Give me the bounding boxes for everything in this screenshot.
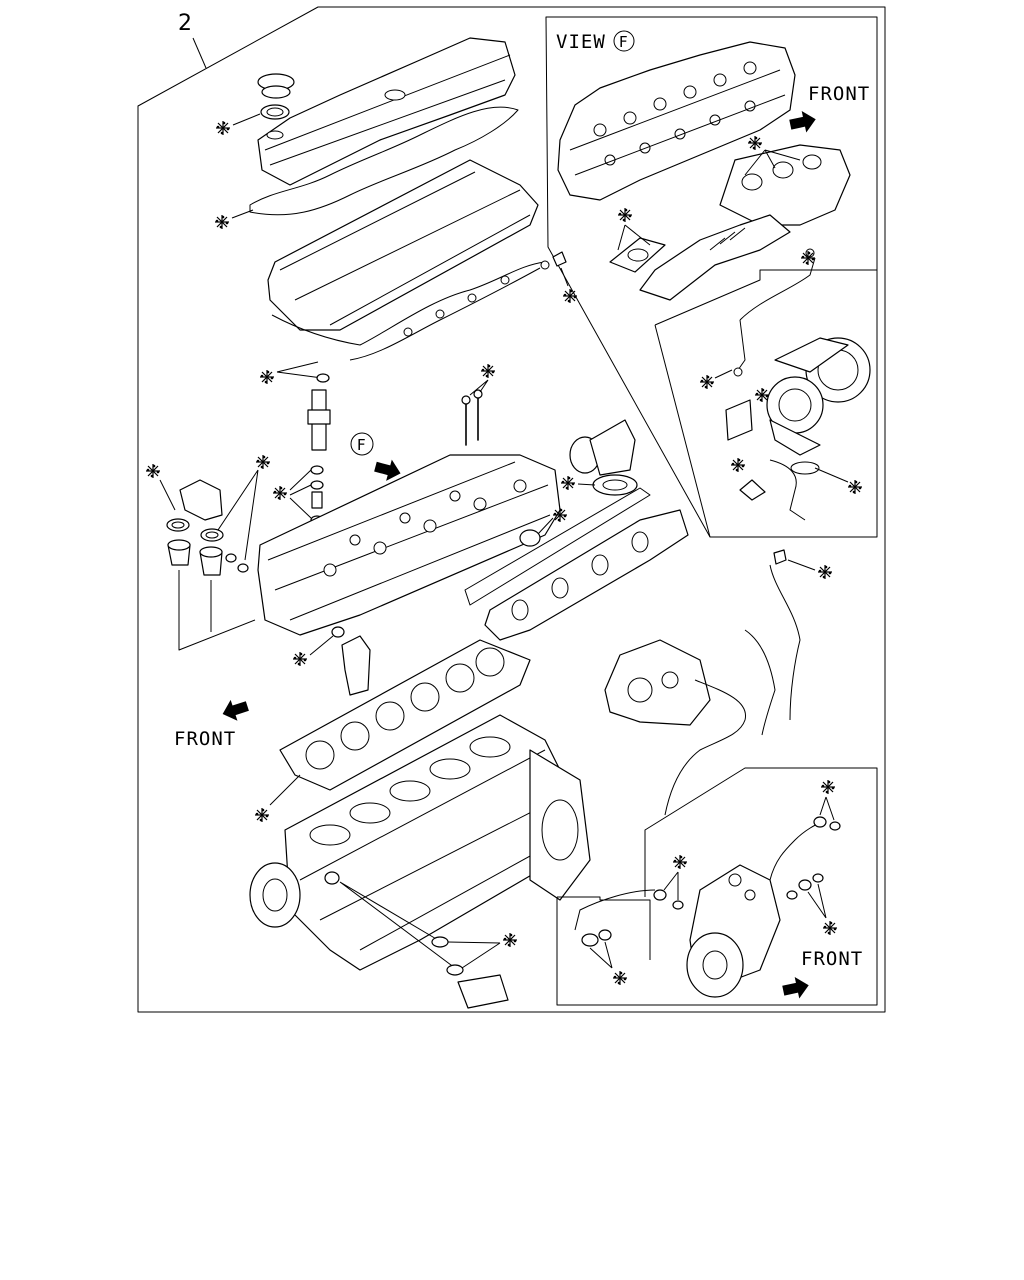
compressor-outlet-pipe <box>769 819 826 881</box>
view-f-circle <box>613 30 635 52</box>
exhaust-pipe <box>639 214 791 301</box>
gasket-marker-icon <box>672 854 688 870</box>
gasket-marker-icon <box>699 374 715 390</box>
fuel-pipe-grommet <box>773 549 787 565</box>
view-f-reference-circle <box>350 432 374 456</box>
sensor-o-ring <box>431 936 449 948</box>
gasket-marker-icon <box>617 207 633 223</box>
rocker-case-gasket <box>271 261 546 346</box>
gasket-marker-icon <box>214 214 230 230</box>
gasket-marker-icon <box>754 387 770 403</box>
oil-filler-cap <box>257 73 295 120</box>
item-number: 2 <box>178 11 192 36</box>
fuel-injection-pump <box>604 639 711 726</box>
gasket-marker-icon <box>847 479 863 495</box>
exhaust-manifold-gaskets <box>719 144 851 226</box>
water-outlet <box>179 479 223 521</box>
valve-cover <box>257 37 516 186</box>
gasket-marker-icon <box>560 475 576 491</box>
plug-seal <box>331 626 345 638</box>
gasket-marker-icon <box>145 463 161 479</box>
view-f-reference-letter: F <box>357 436 366 454</box>
injector-harness <box>349 267 541 361</box>
gasket-marker-icon <box>820 779 836 795</box>
view-f-inset: VIEW F FRONT <box>545 16 878 538</box>
front-label-main: FRONT <box>174 728 236 750</box>
oil-return-pipe <box>769 459 806 521</box>
front-arrow-compressor <box>780 974 812 1002</box>
view-f-label: VIEW <box>556 31 606 53</box>
gasket-marker-icon <box>480 363 496 379</box>
coolant-fitting <box>341 635 371 696</box>
turbocharger <box>766 337 871 456</box>
compressor-inlet-pipe <box>574 889 656 931</box>
fuel-injector <box>307 389 331 525</box>
head-bolts <box>461 389 483 446</box>
cylinder-head-top-view <box>557 41 796 201</box>
gasket-marker-icon <box>800 250 816 266</box>
fuel-return-pipe <box>769 564 801 721</box>
kit-boundary-frame <box>137 6 886 1013</box>
injector-seal <box>316 373 330 383</box>
gasket-marker-icon <box>730 457 746 473</box>
front-label-compressor: FRONT <box>801 948 863 970</box>
gasket-marker-icon <box>259 369 275 385</box>
harness-grommet <box>552 251 567 267</box>
front-arrow-view-f <box>787 108 819 136</box>
intake-manifold-gasket <box>464 487 651 606</box>
gasket-marker-icon <box>747 135 763 151</box>
front-arrow-main <box>219 695 251 725</box>
gasket-marker-icon <box>562 288 578 304</box>
gasket-marker-icon <box>254 807 270 823</box>
egr-valve <box>569 419 636 476</box>
injection-pipe <box>664 679 746 816</box>
block-plug <box>324 871 340 885</box>
view-f-frame <box>545 16 878 538</box>
gasket-marker-icon <box>215 120 231 136</box>
turbo-gasket <box>725 399 753 441</box>
gasket-marker-icon <box>292 651 308 667</box>
air-compressor-frame <box>556 767 878 1006</box>
sensor-gasket <box>446 964 464 976</box>
gasket-marker-icon <box>272 485 288 501</box>
oil-pressure-sensor <box>457 974 509 1009</box>
head-bolt-holes <box>593 61 757 166</box>
gasket-marker-icon <box>502 932 518 948</box>
gasket-marker-icon <box>822 920 838 936</box>
gasket-marker-icon <box>255 454 271 470</box>
gasket-marker-icon <box>552 507 568 523</box>
oil-return-gasket <box>739 479 766 501</box>
item-number-leader <box>192 37 207 69</box>
gasket-marker-icon <box>612 970 628 986</box>
oil-feed-pipe <box>739 257 816 321</box>
crankshaft-pulley <box>249 862 301 928</box>
rocker-case <box>267 159 539 331</box>
valve-cover-gasket <box>249 106 519 216</box>
view-f-letter: F <box>619 33 628 51</box>
air-compressor-inset: FRONT <box>556 767 878 1006</box>
flywheel-housing <box>529 749 591 901</box>
gasket-marker-icon <box>817 564 833 580</box>
head-plug <box>519 529 541 547</box>
turbo-subframe <box>654 269 877 326</box>
air-compressor <box>686 864 781 998</box>
front-label-view-f: FRONT <box>808 83 870 105</box>
